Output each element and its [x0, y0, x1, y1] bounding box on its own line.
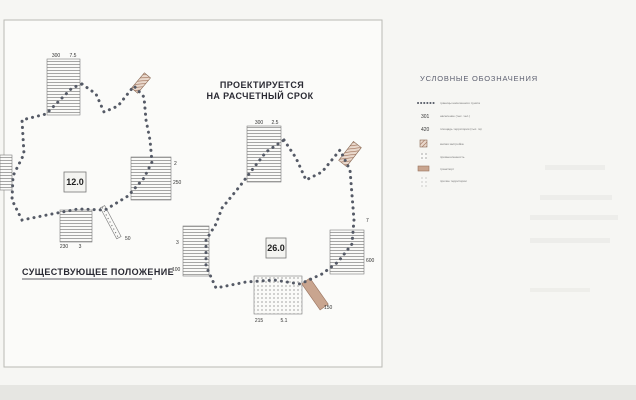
left-annex-bottom — [59, 209, 93, 243]
left-value: 12.0 — [66, 177, 84, 187]
right-dim-top-left: 300 — [255, 120, 264, 126]
right-annex-right — [329, 229, 365, 275]
right-dim-right-top: 7 — [366, 218, 369, 224]
right-value: 26.0 — [267, 243, 285, 253]
left-dim-bottom-left: 230 — [60, 244, 69, 250]
left-dim-right-bottom: 250 — [173, 180, 182, 186]
right-dim-bottom-right: 5.1 — [281, 318, 288, 324]
right-annex-left — [182, 225, 210, 277]
legend-swatch-population: 301 — [421, 114, 430, 120]
legend-swatch-other — [420, 177, 427, 187]
right-value-box — [265, 237, 287, 259]
show-through-marks — [530, 165, 618, 292]
right-dim-diagonal: 150 — [324, 305, 333, 311]
left-dim-top-left: 300 — [52, 53, 61, 59]
right-caption-line2: НА РАСЧЕТНЫЙ СРОК — [206, 90, 313, 101]
legend-label-industry: промышленность — [440, 155, 465, 159]
right-city-boundary — [204, 137, 356, 290]
right-dim-left-bottom: 100 — [172, 267, 181, 273]
right-dim-top-right: 2.5 — [272, 120, 279, 126]
legend-label-population: население (тыс. чел.) — [440, 114, 470, 118]
left-city-boundary — [10, 82, 154, 222]
left-dim-top-right: 7.5 — [70, 53, 77, 59]
right-annex-bottom — [253, 275, 303, 315]
left-dim-diagonal: 50 — [125, 236, 131, 242]
legend-swatch-transport — [417, 165, 430, 172]
legend-label-transport: транспорт — [440, 167, 455, 171]
left-value-box — [63, 171, 87, 193]
left-diagonal-strip — [99, 205, 122, 240]
legend-title: УСЛОВНЫЕ ОБОЗНАЧЕНИЯ — [420, 74, 538, 83]
legend: УСЛОВНЫЕ ОБОЗНАЧЕНИЯ границы населенного… — [417, 74, 538, 187]
left-dim-right-top: 2 — [174, 161, 177, 167]
legend-label-other: прочие территории — [440, 179, 467, 183]
sheet-bottom-shadow — [0, 385, 636, 400]
legend-swatch-housing — [419, 139, 428, 148]
legend-label-housing: жилая застройка — [440, 142, 464, 146]
right-dim-bottom-left: 215 — [255, 318, 264, 324]
left-caption: СУЩЕСТВУЮЩЕЕ ПОЛОЖЕНИЕ — [22, 267, 174, 277]
left-annex-left — [0, 154, 13, 191]
left-dim-bottom-right: 3 — [79, 244, 82, 250]
legend-label-area: площадь территории (тыс. га) — [440, 127, 482, 131]
right-dim-right-bottom: 600 — [366, 258, 375, 264]
right-caption-line1: ПРОЕКТИРУЕТСЯ — [220, 80, 304, 90]
legend-label-boundary: границы населенного пункта — [440, 101, 480, 105]
legend-swatch-industry — [420, 153, 427, 160]
right-plan: ПРОЕКТИРУЕТСЯ НА РАСЧЕТНЫЙ СРОК 26.0 300… — [172, 80, 375, 324]
left-annex-right — [130, 156, 172, 201]
right-dim-left-top: 3 — [176, 240, 179, 246]
left-plan: 12.0 300 7.5 2 250 230 3 50 СУЩЕСТВУЮЩЕЕ… — [0, 53, 182, 280]
legend-swatch-area: 420 — [421, 127, 430, 133]
